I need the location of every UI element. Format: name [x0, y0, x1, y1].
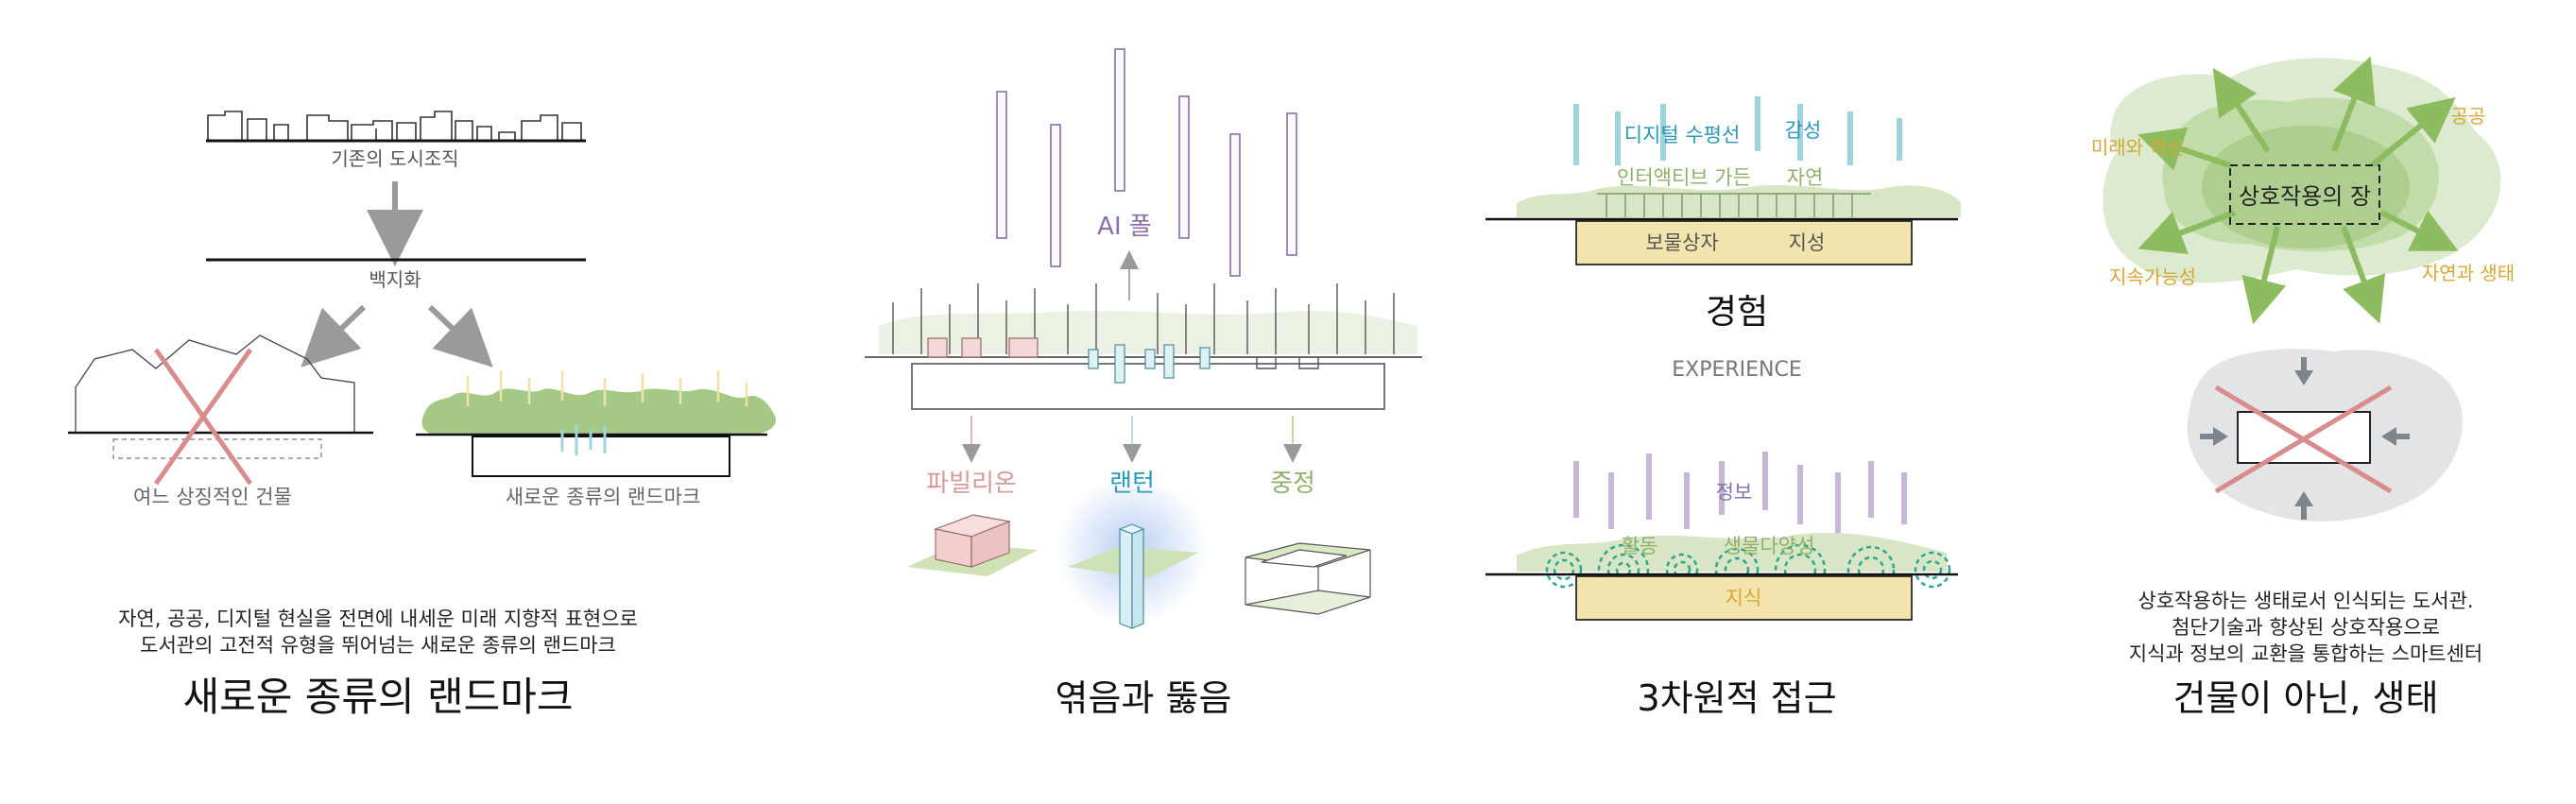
new-landmark [416, 370, 776, 477]
lantern-blocks [1088, 344, 1211, 384]
symbolic-building [68, 334, 373, 486]
arrow-right [427, 304, 493, 368]
label-knowledge: 지식 [1726, 587, 1762, 609]
panel-weave: AI 폴 [865, 48, 1422, 719]
label-ai-pole: AI 폴 [1097, 213, 1152, 241]
label-blank: 백지화 [369, 268, 421, 291]
inward-arrows [2200, 357, 2410, 520]
label-intellect: 지성 [1789, 231, 1826, 254]
heading-experience-en: EXPERIENCE [1672, 358, 1802, 382]
label-activity: 활동 [1622, 535, 1658, 557]
knowledge-box [1575, 575, 1913, 621]
label-public: 공공 [2451, 105, 2486, 128]
biodiversity-layer [1517, 532, 1947, 572]
eco-description-line-3: 지식과 정보의 교환을 통합하는 스마트센터 [2129, 642, 2482, 665]
thin-poles [892, 283, 1395, 354]
panel-experience: 디지털 수평선 감성 인터액티브 가든 자연 보물상자 지성 경험 EXPERI… [1485, 96, 1961, 719]
cross-stroke-b [153, 348, 253, 486]
label-interaction-field: 상호작용의 장 [2239, 183, 2371, 210]
label-pavilion: 파빌리온 [926, 470, 1017, 498]
label-treasure-box: 보물상자 [1645, 231, 1718, 254]
label-interactive-garden: 인터액티브 가든 [1617, 166, 1751, 189]
existing-urban-fabric [207, 111, 582, 140]
label-symbolic-building: 여느 상징적인 건물 [133, 486, 292, 508]
eco-description-line-2: 첨단기술과 향상된 상호작용으로 [2172, 616, 2440, 639]
courtyard-voids [1256, 357, 1319, 369]
panel-title-weave: 엮음과 뚫음 [1056, 677, 1232, 719]
label-biodiversity: 생물다양성 [1724, 535, 1815, 557]
label-existing-fabric: 기존의 도시조직 [331, 147, 458, 170]
interaction-field-box [2229, 164, 2380, 225]
pavilion-blocks [927, 337, 1039, 358]
ai-poles [996, 48, 1297, 277]
label-nature-ecology: 자연과 생태 [2422, 262, 2515, 284]
base-volume [911, 363, 1385, 410]
label-courtyard: 중정 [1270, 470, 1315, 498]
digital-horizon-bars [1573, 96, 1902, 165]
panel-title-landmark: 새로운 종류의 랜드마크 [182, 674, 573, 720]
garden-grid [1597, 193, 1871, 217]
ecology-blob-core [2202, 126, 2410, 248]
radiating-arrows [2138, 56, 2459, 325]
treasure-box [1575, 220, 1913, 265]
arrow-left [301, 304, 367, 368]
lantern-isometric [1056, 474, 1208, 629]
courtyard-isometric [1245, 542, 1371, 615]
description-line-1: 자연, 공공, 디지털 현실을 전면에 내세운 미래 지향적 표현으로 [118, 607, 638, 630]
label-nature: 자연 [1787, 166, 1824, 189]
panel-title-ecology: 건물이 아닌, 생태 [2173, 677, 2439, 719]
building-cross-b [2214, 385, 2393, 494]
label-sense: 감성 [1785, 119, 1822, 142]
panel-ecology: 상호작용의 장 미래와 혁신 공공 지속가능성 자연과 생태 상호작용하는 생태… [2091, 56, 2515, 719]
label-information: 정보 [1716, 481, 1753, 504]
label-sustainability: 지속가능성 [2109, 265, 2196, 288]
heading-experience: 경험 [1706, 293, 1768, 332]
description-line-2: 도서관의 고전적 유형을 뛰어넘는 새로운 종류의 랜드마크 [140, 634, 616, 657]
label-digital-horizon: 디지털 수평선 [1624, 124, 1741, 146]
label-new-landmark: 새로운 종류의 랜드마크 [506, 486, 701, 508]
eco-description-line-1: 상호작용하는 생태로서 인식되는 도서관. [2138, 590, 2473, 612]
panel-title-3d: 3차원적 접근 [1637, 677, 1836, 719]
label-future-innovation: 미래와 혁신 [2091, 136, 2184, 159]
panel-landmark: 기존의 도시조직 백지화 여느 상징적인 건물 [68, 111, 776, 720]
pavilion-isometric [907, 514, 1038, 576]
information-bars [1573, 452, 1907, 534]
